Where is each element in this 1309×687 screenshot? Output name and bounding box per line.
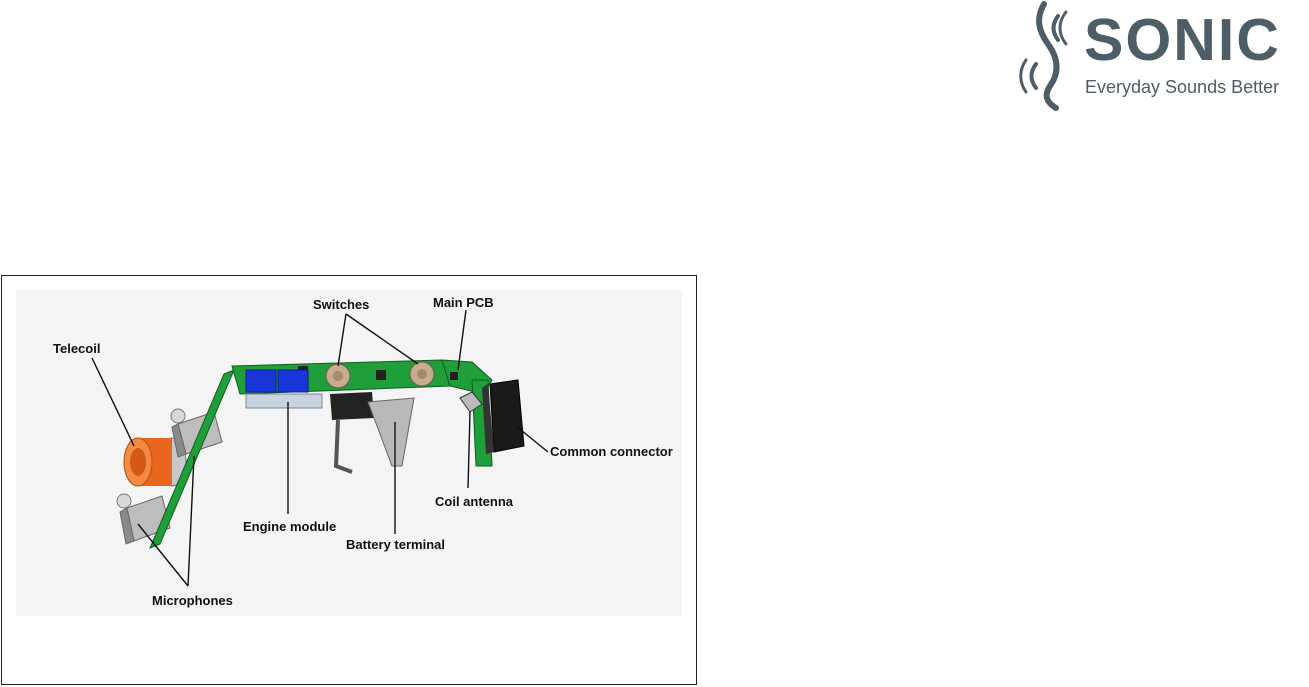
engine-module-part [246,394,322,408]
brand-tagline: Everyday Sounds Better [1085,76,1279,98]
label-engine-module: Engine module [243,519,336,534]
brand-name: SONIC [1084,8,1281,72]
label-telecoil: Telecoil [53,341,100,356]
label-common-connector: Common connector [550,444,673,459]
label-microphones: Microphones [152,593,233,608]
engine-chip-1 [246,370,276,392]
switch-right [410,362,434,386]
engine-chip-2 [278,370,308,392]
sonic-logo: SONIC Everyday Sounds Better [1016,0,1309,112]
hearing-aid-illustration: Switches Main PCB Telecoil Common connec… [2,276,698,686]
label-battery-terminal: Battery terminal [346,537,445,552]
common-connector-part [482,380,524,454]
switch-left [326,364,350,388]
label-coil-antenna: Coil antenna [435,494,514,509]
hearing-aid-diagram: Switches Main PCB Telecoil Common connec… [1,275,697,685]
label-switches: Switches [313,297,369,312]
sound-waves-icon [1016,0,1078,112]
label-main-pcb: Main PCB [433,295,494,310]
